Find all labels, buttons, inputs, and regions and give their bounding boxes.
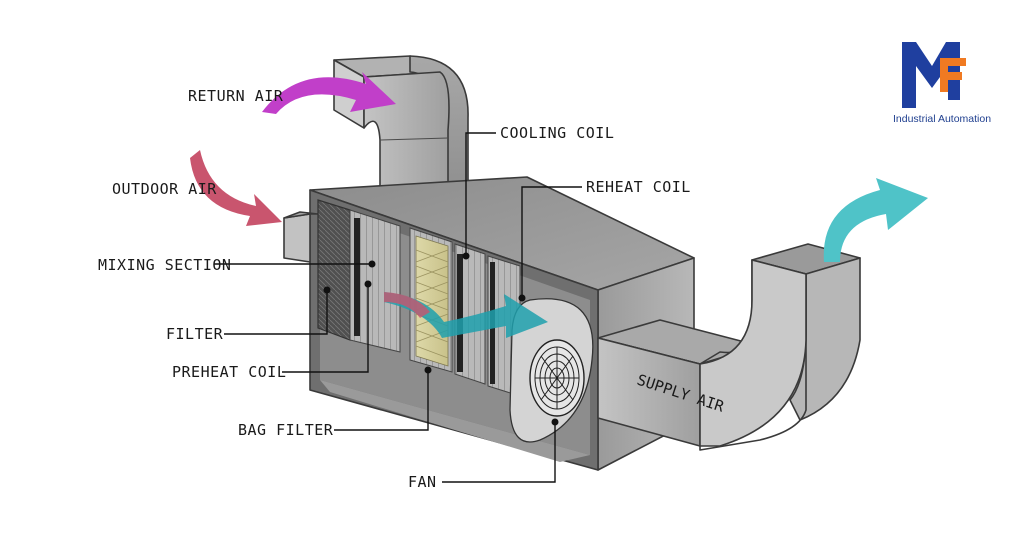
label-bag-filter: BAG FILTER: [238, 421, 334, 439]
fan: [509, 298, 594, 443]
preheat-coil: [349, 209, 401, 353]
label-cooling-coil: COOLING COIL: [500, 124, 614, 142]
leader-reheat-coil: [518, 186, 582, 302]
return-air-arrow: [262, 72, 396, 114]
outdoor-air-arrow: [190, 150, 282, 226]
label-preheat-coil: PREHEAT COIL: [172, 363, 286, 381]
logo-mark-icon: [902, 42, 966, 108]
company-logo: Industrial Automation: [893, 42, 991, 125]
leader-bag-filter: [334, 366, 432, 431]
leader-fan: [442, 418, 559, 483]
filter-panel: [317, 199, 351, 341]
leader-cooling-coil: [462, 132, 496, 260]
label-mixing-section: MIXING SECTION: [98, 256, 231, 274]
label-fan: FAN: [408, 473, 437, 491]
label-return-air: RETURN AIR: [188, 87, 284, 105]
internal-airflow-arrow: [384, 292, 548, 338]
leader-filter: [224, 286, 331, 335]
outdoor-air-duct: [283, 211, 319, 263]
label-outdoor-air: OUTDOOR AIR: [112, 180, 217, 198]
leader-preheat-coil: [282, 280, 372, 373]
supply-air-duct: [597, 243, 861, 451]
label-reheat-coil: REHEAT COIL: [586, 178, 691, 196]
leader-mixing-section: [214, 260, 376, 268]
label-filter: FILTER: [166, 325, 224, 343]
supply-air-arrow: [823, 178, 928, 262]
logo-caption: Industrial Automation: [893, 113, 991, 125]
